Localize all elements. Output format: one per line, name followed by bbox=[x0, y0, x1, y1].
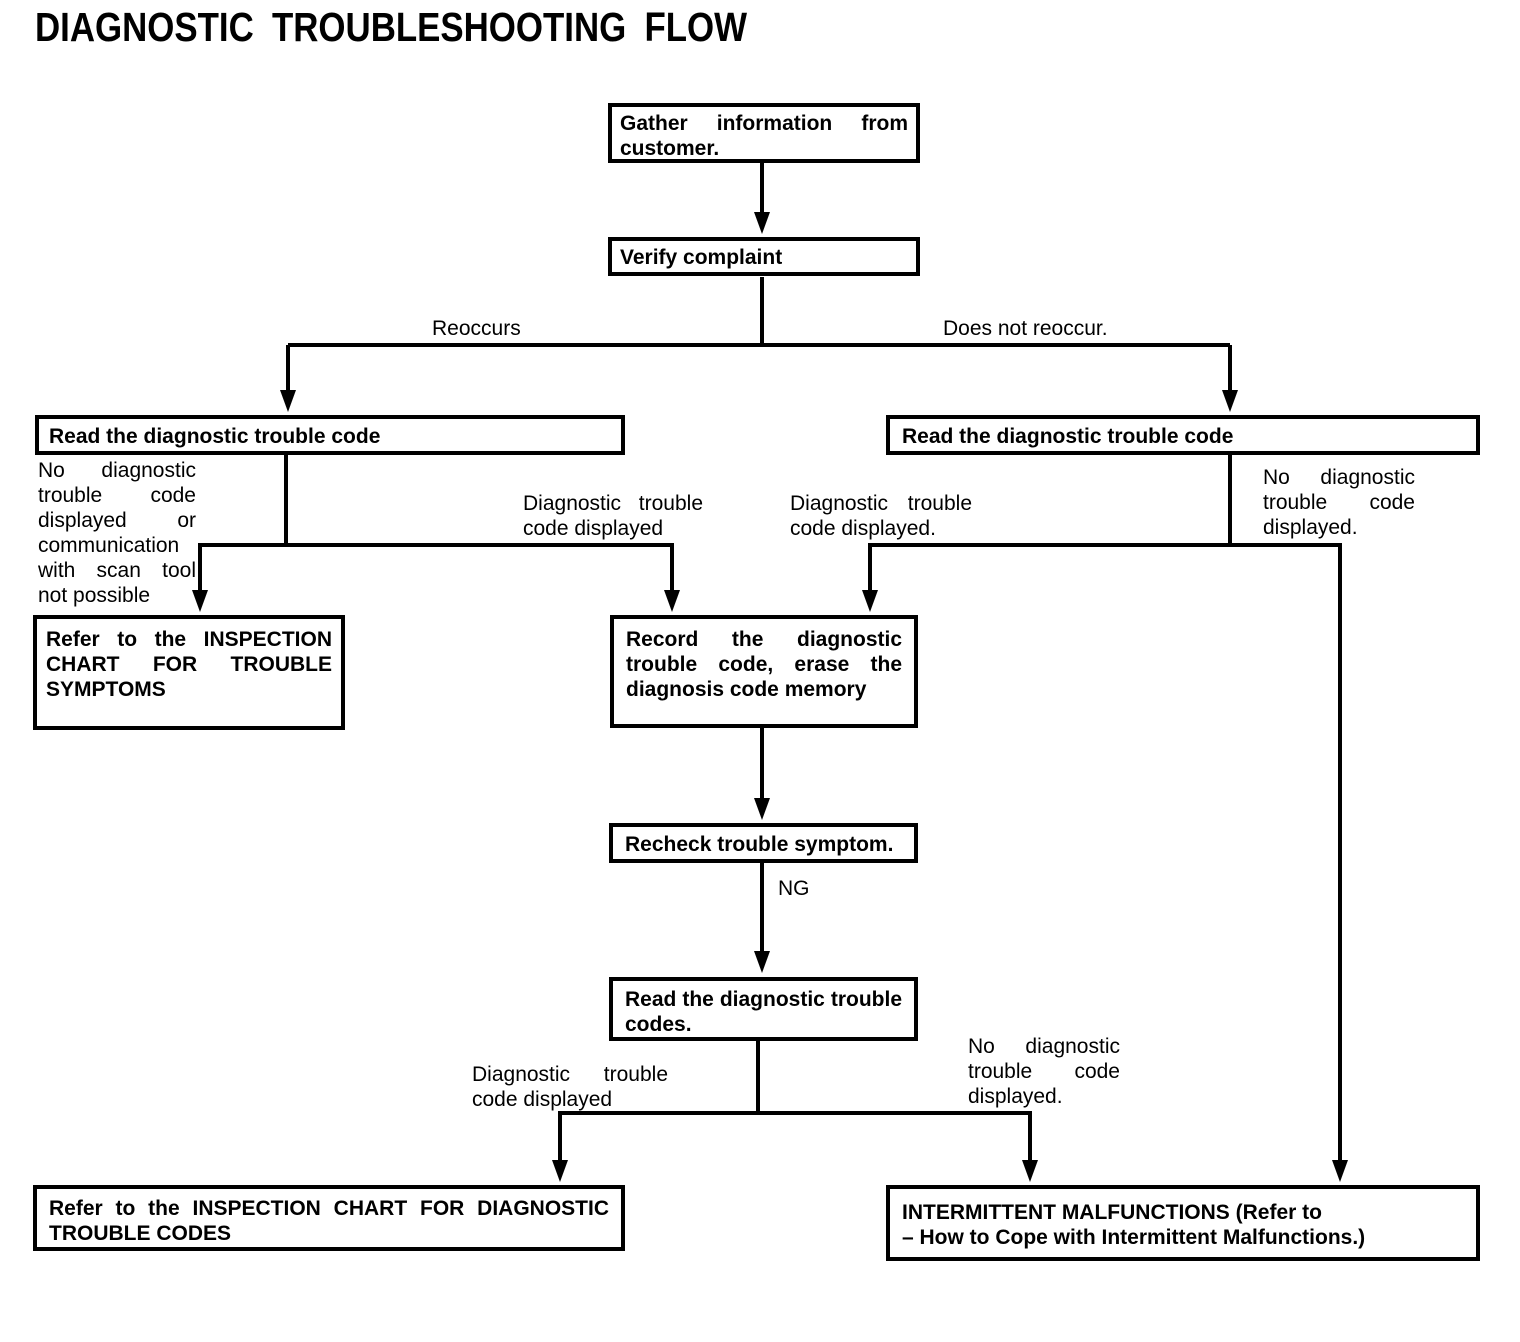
arrowhead-readcodes bbox=[754, 951, 770, 973]
label-no-dtc-left: No diagnostic trouble code displayed or … bbox=[38, 459, 196, 607]
label-dtc-displayed-bottom: Diagnostic trouble code displayed bbox=[472, 1063, 668, 1111]
record-erase-dtc-box: Record the diagnostic trouble code, eras… bbox=[610, 615, 918, 728]
arrowhead-recheck bbox=[754, 798, 770, 820]
label-dtc-displayed-mid-left: Diagnostic trouble code displayed bbox=[523, 492, 703, 540]
inspection-chart-symptoms-box: Refer to the INSPECTION CHART FOR TROUBL… bbox=[33, 615, 345, 730]
intermittent-malfunctions-box: INTERMITTENT MALFUNCTIONS (Refer to – Ho… bbox=[886, 1185, 1480, 1261]
arrowhead-inspection-codes bbox=[552, 1160, 568, 1182]
arrowhead-record-right bbox=[862, 590, 878, 612]
gather-info-box: Gather information from customer. bbox=[608, 103, 920, 163]
arrowhead-record-left bbox=[664, 590, 680, 612]
arrowhead-inspection-symptoms bbox=[192, 590, 208, 612]
arrowhead-read-right bbox=[1222, 390, 1238, 412]
inspection-chart-codes-box: Refer to the INSPECTION CHART FOR DIAGNO… bbox=[33, 1185, 625, 1251]
arrowhead-intermittent-left bbox=[1022, 1160, 1038, 1182]
label-dtc-displayed-mid-right: Diagnostic trouble code displayed. bbox=[790, 492, 972, 540]
read-dtc-right-box: Read the diagnostic trouble code bbox=[886, 415, 1480, 455]
arrowhead-intermittent-right bbox=[1332, 1160, 1348, 1182]
label-ng: NG bbox=[778, 877, 810, 900]
connector-readcodes-branch bbox=[560, 1041, 1030, 1115]
label-no-dtc-bottom: No diagnostic trouble code displayed. bbox=[968, 1035, 1120, 1108]
arrowhead-verify bbox=[754, 212, 770, 234]
connector-read-right-split bbox=[870, 455, 1340, 547]
recheck-symptom-box: Recheck trouble symptom. bbox=[609, 823, 918, 863]
connector-verify-branch bbox=[288, 277, 1230, 347]
arrowhead-read-left bbox=[280, 390, 296, 412]
read-dtc-left-box: Read the diagnostic trouble code bbox=[35, 415, 625, 455]
label-does-not-reoccur: Does not reoccur. bbox=[943, 317, 1108, 340]
label-no-dtc-right: No diagnostic trouble code displayed. bbox=[1263, 466, 1415, 539]
label-reoccurs: Reoccurs bbox=[432, 317, 521, 340]
read-dtc-codes-box: Read the diagnostic trouble codes. bbox=[609, 977, 918, 1041]
connector-read-left-split bbox=[200, 455, 672, 547]
verify-complaint-box: Verify complaint bbox=[608, 237, 920, 276]
page-title: DIAGNOSTIC TROUBLESHOOTING FLOW bbox=[35, 4, 748, 50]
